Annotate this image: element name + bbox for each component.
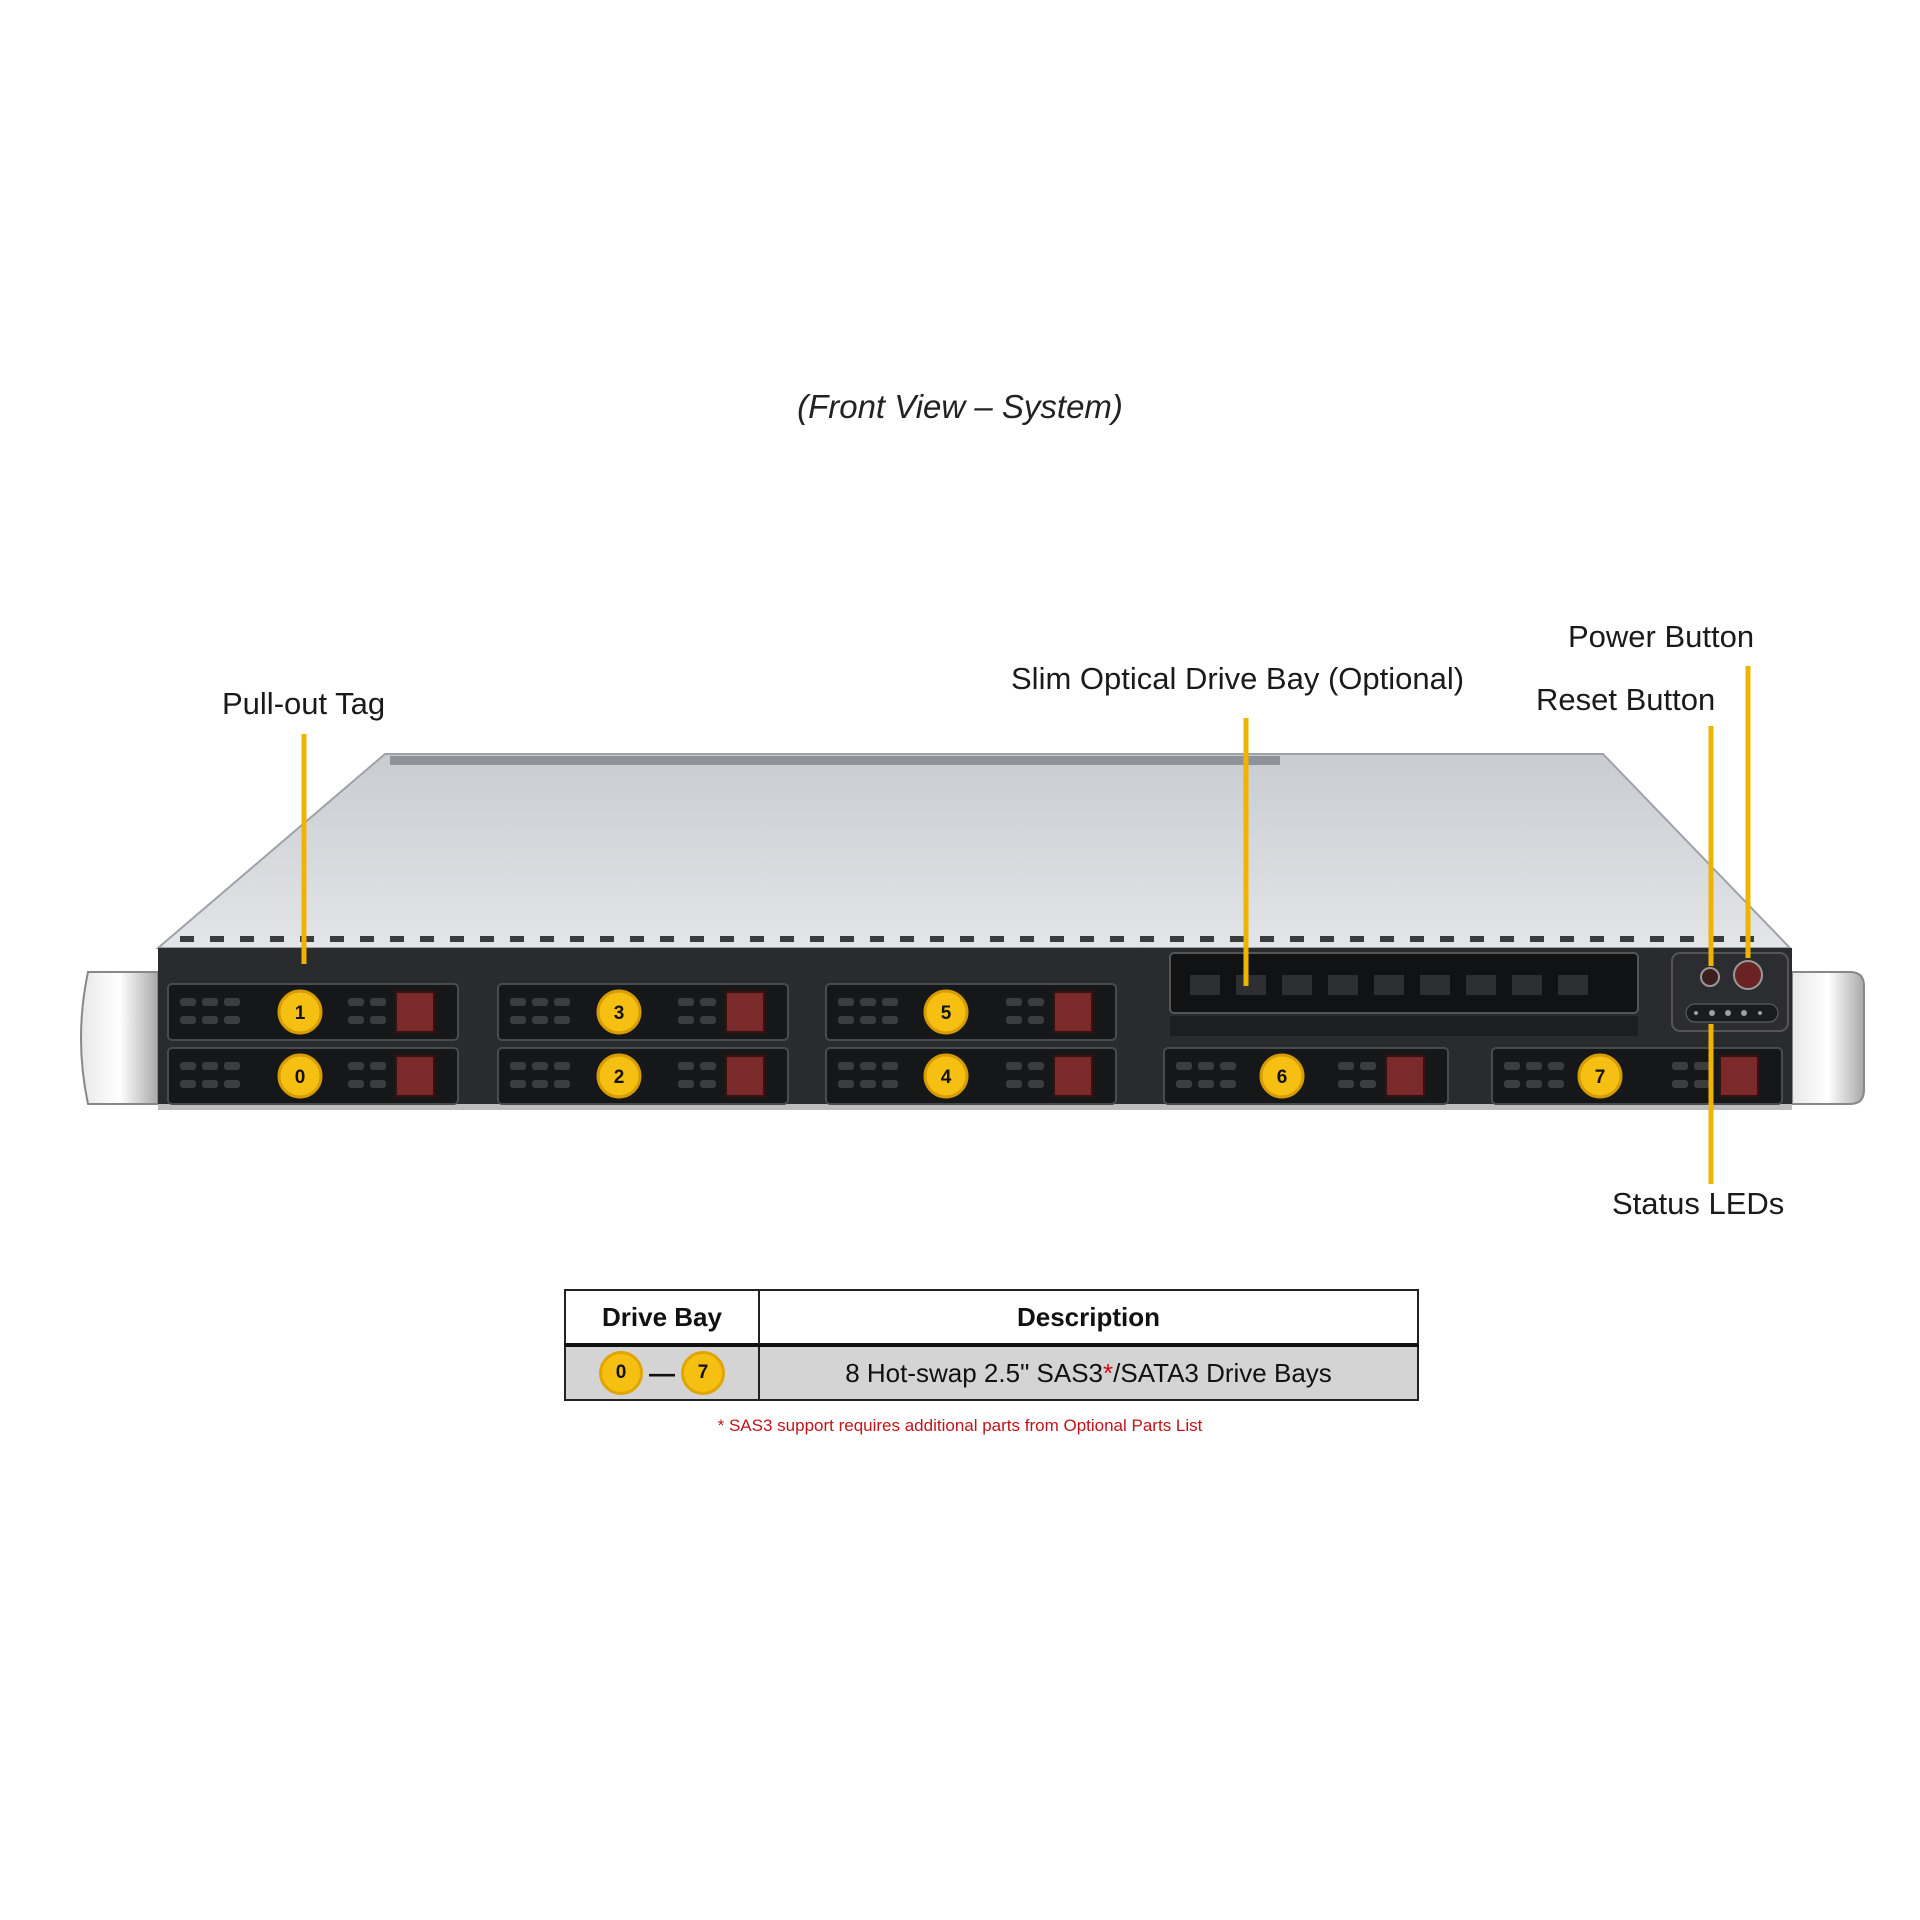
callout-pull-out-tag: Pull-out Tag	[222, 686, 386, 721]
page-title: (Front View – System)	[797, 388, 1123, 425]
bay-badge-start: 0	[599, 1351, 643, 1395]
drive-tray-1[interactable]: 1	[167, 983, 459, 1041]
tray-latch	[725, 991, 765, 1033]
optical-vent-row	[1170, 1016, 1638, 1036]
bay-number-badge	[1577, 1053, 1623, 1099]
range-dash: —	[649, 1357, 675, 1388]
bay-number-badge	[277, 989, 323, 1035]
bay-number-badge	[923, 1053, 969, 1099]
tray-latch	[395, 991, 435, 1033]
bay-badge-end: 7	[681, 1351, 725, 1395]
drive-tray-2[interactable]: 2	[497, 1047, 789, 1105]
tray-latch	[395, 1055, 435, 1097]
drive-trays: 1 3 5 0 2 4 6 7	[167, 983, 1783, 1105]
bay-number-badge	[923, 989, 969, 1035]
drive-tray-6[interactable]: 6	[1163, 1047, 1449, 1105]
callout-power-button: Power Button	[1568, 619, 1755, 654]
tray-latch	[1053, 991, 1093, 1033]
status-led-icons	[1694, 1010, 1762, 1016]
chassis-lid	[155, 753, 1793, 949]
cell-drive-bay-range: 0—7	[564, 1344, 760, 1401]
column-header-drive-bay: Drive Bay	[564, 1289, 760, 1347]
power-button	[1733, 960, 1763, 990]
tray-latch	[1385, 1055, 1425, 1097]
bay-number-label: 2	[614, 1067, 625, 1088]
rack-ear-left	[80, 971, 159, 1105]
footnote: * SAS3 support requires additional parts…	[717, 1416, 1203, 1435]
callout-optical-bay: Slim Optical Drive Bay (Optional)	[1011, 661, 1465, 696]
cell-description: 8 Hot-swap 2.5" SAS3*/SATA3 Drive Bays	[758, 1344, 1419, 1401]
drive-bay-table: Drive Bay Description 0—7 8 Hot-swap 2.5…	[564, 1289, 1419, 1401]
bay-number-badge	[596, 989, 642, 1035]
description-footnote-mark: *	[1103, 1357, 1114, 1388]
description-text-post: /SATA3 Drive Bays	[1113, 1357, 1332, 1388]
table-row: 0—7 8 Hot-swap 2.5" SAS3*/SATA3 Drive Ba…	[564, 1344, 1419, 1401]
front-vent-dashes	[180, 936, 1754, 942]
callout-status-leds: Status LEDs	[1612, 1186, 1785, 1221]
bay-number-label: 3	[614, 1003, 625, 1024]
lid-vent-strip	[390, 756, 1280, 765]
drive-tray-7[interactable]: 7	[1491, 1047, 1783, 1105]
optical-bay-slots	[1190, 975, 1588, 995]
callout-reset-button: Reset Button	[1536, 682, 1716, 717]
description-text-pre: 8 Hot-swap 2.5" SAS3	[845, 1357, 1104, 1388]
front-bezel-bottom-lip	[158, 1104, 1792, 1110]
bay-number-badge	[596, 1053, 642, 1099]
reset-button	[1700, 967, 1720, 987]
tray-latch	[1053, 1055, 1093, 1097]
bay-number-badge	[277, 1053, 323, 1099]
rack-ear-right	[1791, 971, 1865, 1105]
bay-number-label: 6	[1277, 1067, 1288, 1088]
drive-tray-4[interactable]: 4	[825, 1047, 1117, 1105]
status-led-strip	[1685, 1003, 1779, 1023]
bay-number-badge	[1259, 1053, 1305, 1099]
drive-tray-3[interactable]: 3	[497, 983, 789, 1041]
drive-tray-0[interactable]: 0	[167, 1047, 459, 1105]
bay-number-label: 7	[1595, 1067, 1606, 1088]
bay-number-label: 0	[295, 1067, 306, 1088]
bay-number-label: 4	[941, 1067, 952, 1088]
drive-tray-5[interactable]: 5	[825, 983, 1117, 1041]
table-header-row: Drive Bay Description	[564, 1289, 1419, 1347]
tray-latch	[1719, 1055, 1759, 1097]
bay-number-label: 5	[941, 1003, 952, 1024]
tray-latch	[725, 1055, 765, 1097]
column-header-description: Description	[758, 1289, 1419, 1347]
bay-number-label: 1	[295, 1003, 306, 1024]
